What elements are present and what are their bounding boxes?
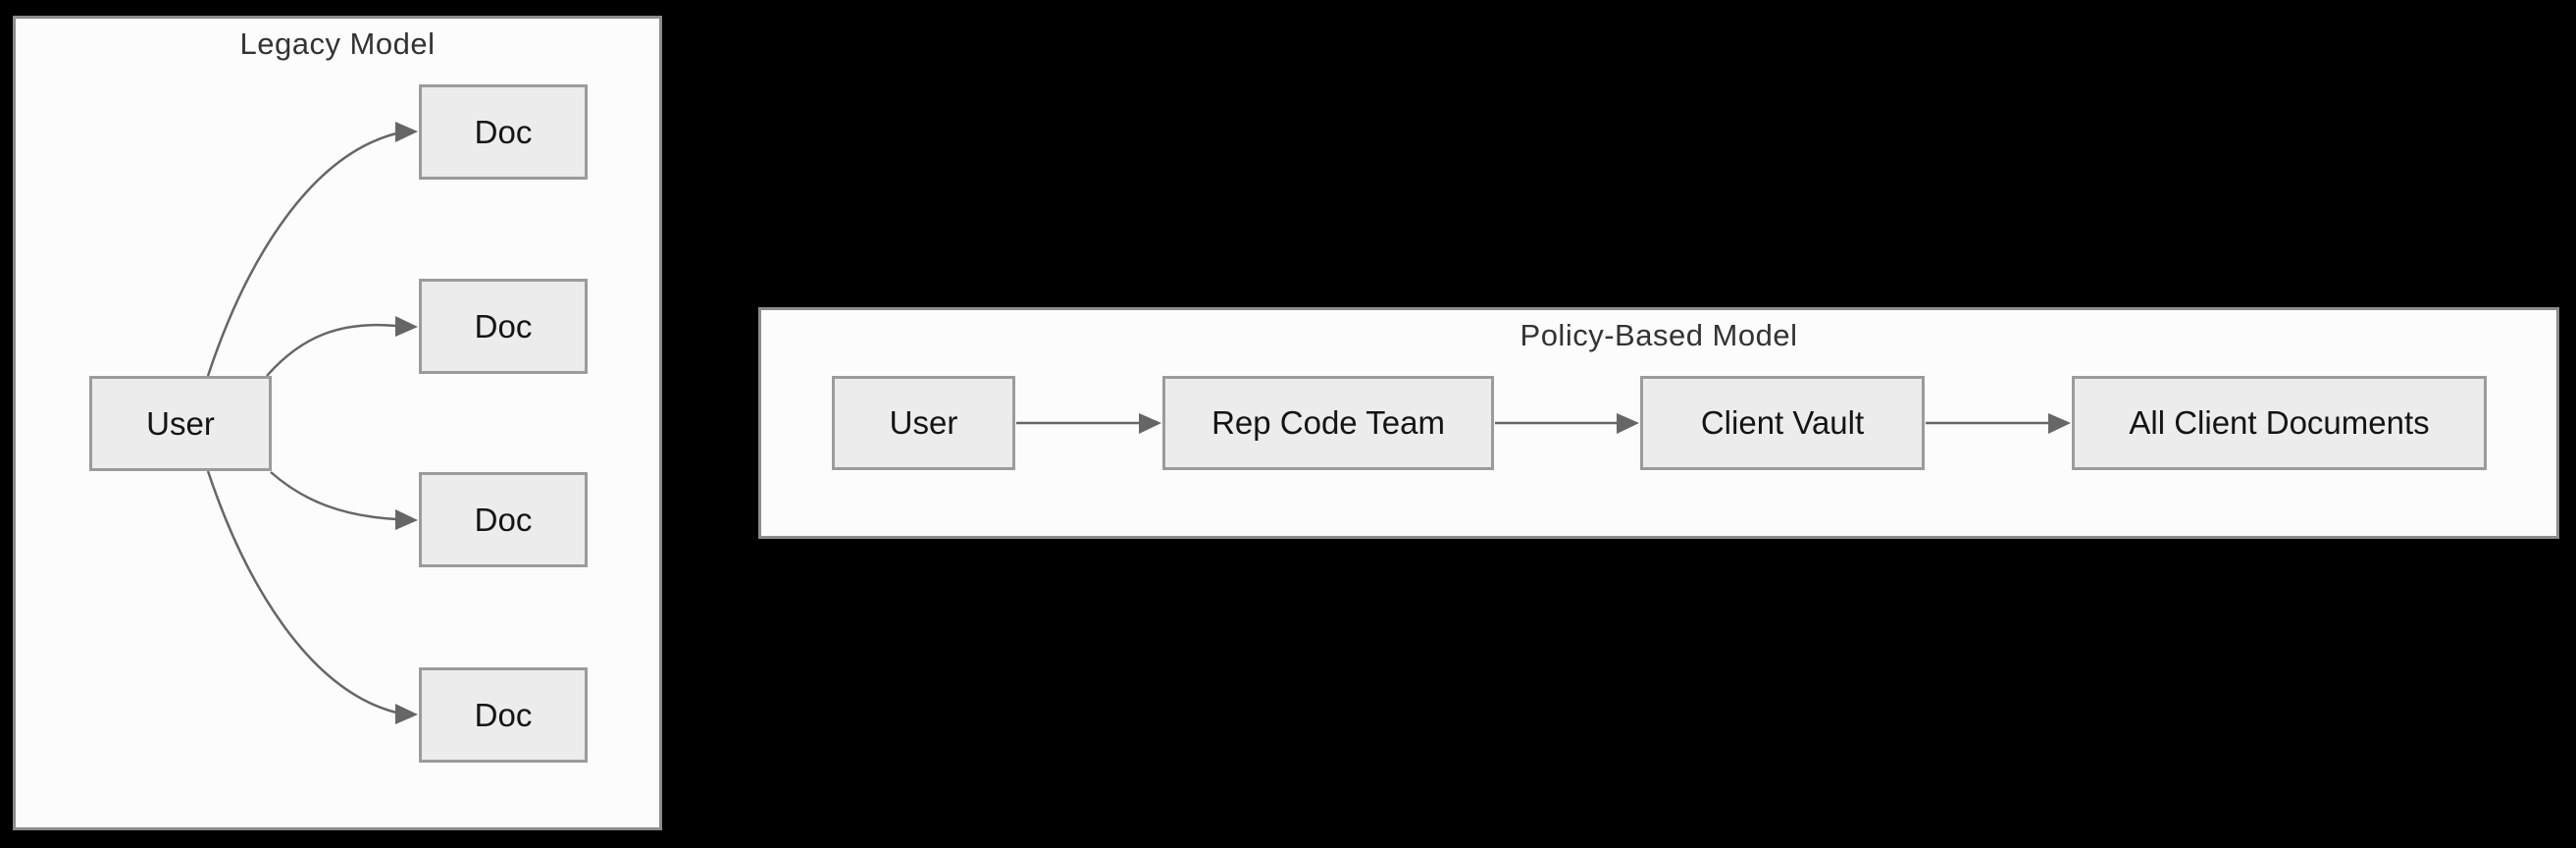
node-policy-all-client-documents-label: All Client Documents	[2129, 404, 2430, 441]
node-policy-rep-code-team-label: Rep Code Team	[1211, 404, 1445, 441]
node-legacy-doc-3-label: Doc	[474, 501, 533, 538]
node-policy-client-vault-label: Client Vault	[1700, 404, 1865, 441]
node-legacy-user: User	[89, 376, 272, 471]
policy-based-model-title: Policy-Based Model	[1520, 318, 1798, 352]
node-legacy-user-label: User	[146, 404, 215, 442]
node-legacy-doc-2: Doc	[419, 279, 588, 374]
node-policy-client-vault: Client Vault	[1640, 376, 1925, 470]
node-legacy-doc-3: Doc	[419, 472, 588, 567]
node-policy-rep-code-team: Rep Code Team	[1162, 376, 1494, 470]
node-legacy-doc-2-label: Doc	[474, 307, 533, 344]
node-legacy-doc-4-label: Doc	[474, 696, 533, 733]
node-legacy-doc-1: Doc	[419, 84, 588, 180]
node-legacy-doc-4: Doc	[419, 667, 588, 763]
node-policy-user: User	[832, 376, 1015, 470]
node-legacy-doc-1-label: Doc	[474, 113, 533, 150]
legacy-model-title: Legacy Model	[239, 26, 436, 61]
node-policy-user-label: User	[889, 404, 958, 441]
node-policy-all-client-documents: All Client Documents	[2072, 376, 2487, 470]
